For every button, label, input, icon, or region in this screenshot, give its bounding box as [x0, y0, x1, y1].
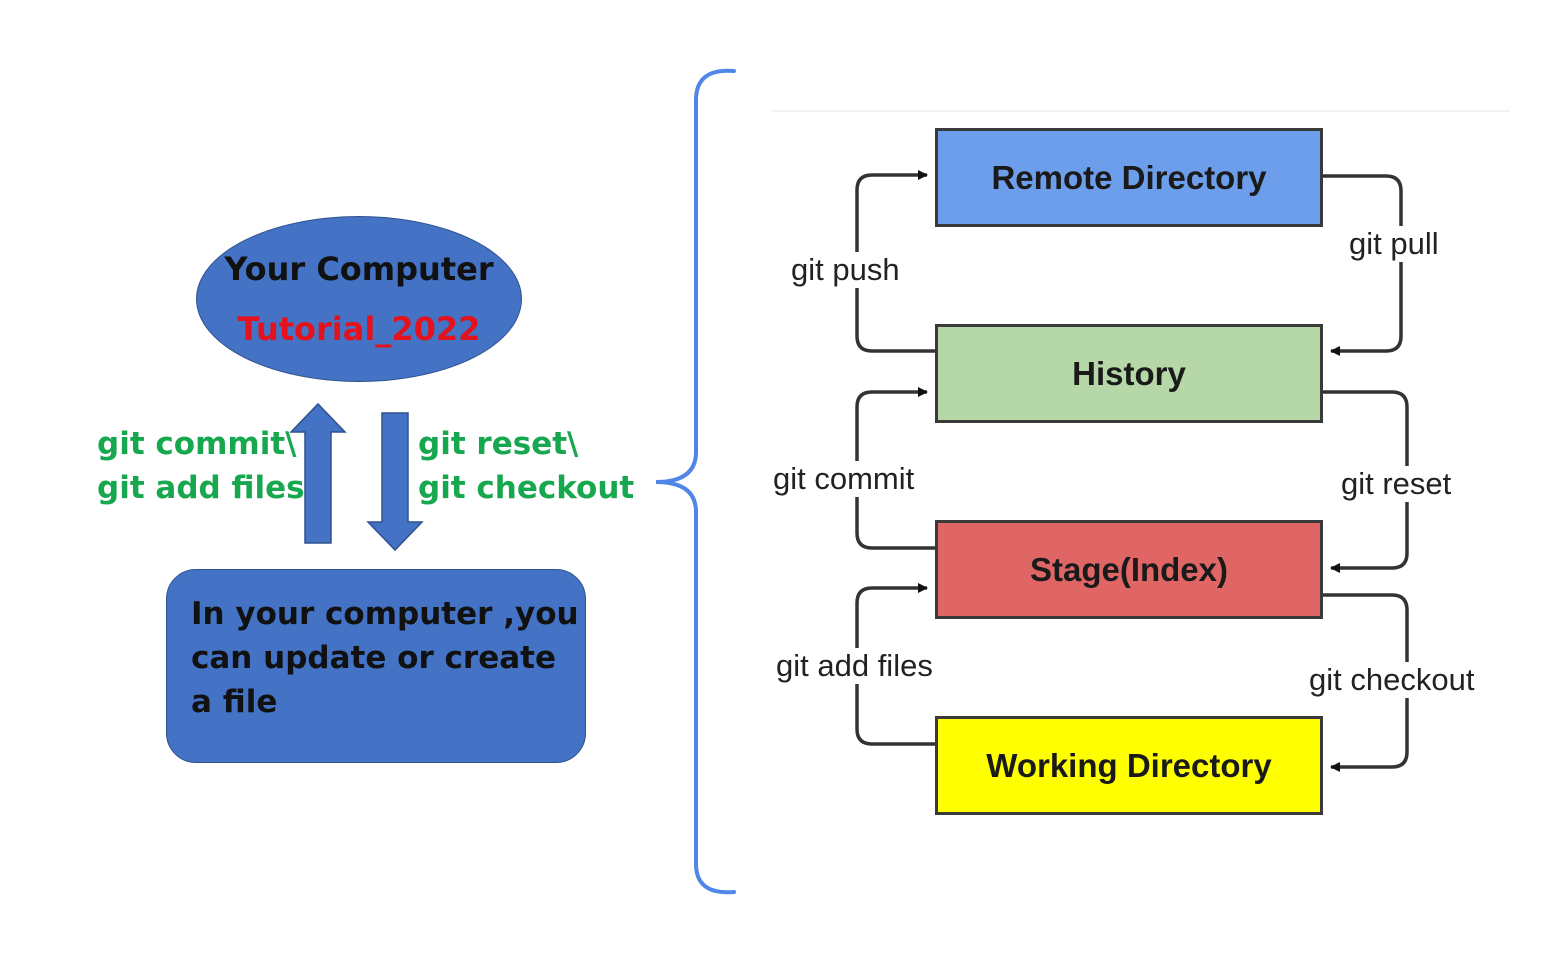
computer-ellipse: [196, 216, 522, 382]
git-pull-label: git pull: [1349, 226, 1439, 262]
git-commit-label: git commit: [773, 461, 915, 497]
up-arrow-icon: [289, 402, 347, 544]
stage-index-box: Stage(Index): [935, 520, 1323, 619]
git-checkout-label: git checkout: [1309, 662, 1475, 698]
reset-checkout-label: git reset\ git checkout: [418, 426, 635, 506]
pull-arrow: [1323, 174, 1403, 356]
computer-title: Your Computer: [224, 250, 494, 288]
commit-add-label: git commit\ git add files: [97, 426, 305, 506]
git-push-label: git push: [791, 252, 900, 288]
git-add-files-label: git add files: [776, 648, 933, 684]
git-reset-label: git reset: [1341, 466, 1452, 502]
history-box: History: [935, 324, 1323, 423]
working-directory-box: Working Directory: [935, 716, 1323, 815]
computer-subtitle: Tutorial_2022: [237, 310, 481, 348]
down-arrow-icon: [366, 412, 424, 552]
remote-directory-box: Remote Directory: [935, 128, 1323, 227]
curly-brace: [655, 68, 736, 895]
description-text: In your computer ,you can update or crea…: [191, 596, 579, 720]
description-box: [166, 569, 586, 763]
